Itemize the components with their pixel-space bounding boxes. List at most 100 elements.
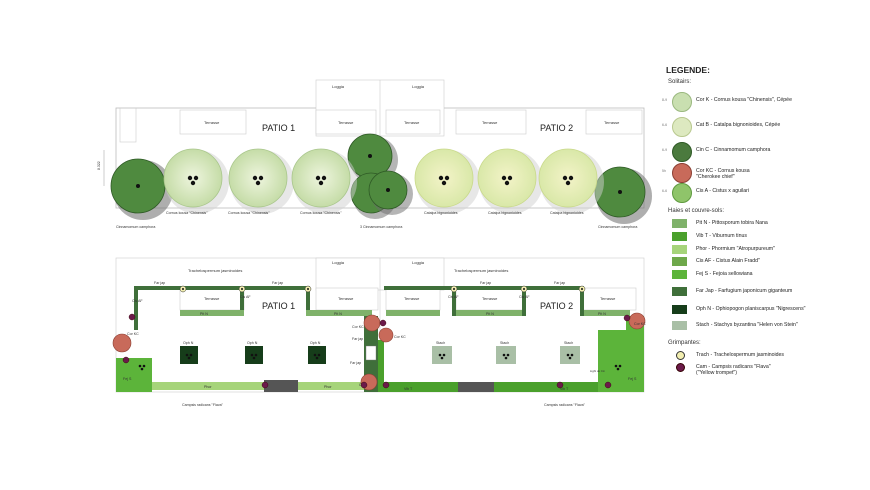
hedge-vib-t — [378, 340, 598, 392]
cornus-icon — [672, 92, 692, 112]
terrace-label: Terrasse — [204, 120, 220, 125]
tree-label: Catalpa bignonioides — [488, 211, 522, 215]
patio-label: PATIO 2 — [540, 301, 573, 311]
far-jap-label: Far jap — [272, 281, 283, 285]
legend-title: LEGENDE: — [666, 65, 710, 75]
cis-af-label: Cis AF — [240, 295, 251, 299]
legend-text: Cor KC - Cornus kousa "Cherokee chief" — [696, 168, 750, 180]
hedge-swatch-icon — [672, 219, 687, 228]
loggia-label: Loggia — [412, 84, 425, 89]
top-plan: Loggia Loggia Terrasse Terrasse Terrasse… — [97, 79, 652, 229]
legend-item-cor-k: 8-9 Cor K - Cornus kousa "Chinensis", Cé… — [662, 92, 867, 112]
campsis-climber — [122, 313, 631, 389]
legend-item-stach: Stach - Stachys byzantina "Helen von Ste… — [662, 320, 867, 336]
campsis-label: Campsis radicans "Flava" — [182, 403, 224, 407]
stach-label: Stach — [500, 341, 509, 345]
patio-label: PATIO 1 — [262, 123, 295, 133]
hedge-swatch-icon — [672, 321, 687, 330]
legend-item-trach: Trach - Trachelospermum jasminoides — [662, 350, 867, 366]
light-label: Light de Cin — [590, 369, 605, 373]
camphor-tree — [110, 158, 173, 220]
terrace-label: Terrasse — [604, 120, 620, 125]
cor-kc-label: Cor KC — [127, 332, 139, 336]
hedge-swatch-icon — [672, 232, 687, 241]
camphor-label: Cinnamomum camphora — [598, 225, 637, 229]
tree-label: Catalpa bignonioides — [550, 211, 584, 215]
tree-marker-dots — [138, 353, 622, 371]
legend-section-haies: Haies et couvre-sols: — [668, 208, 725, 214]
trach-climber-icon — [676, 351, 685, 360]
tree-label: Catalpa bignonioides — [424, 211, 458, 215]
far-jap-label: Far jap — [554, 281, 565, 285]
loggia-label: Loggia — [412, 260, 425, 265]
hedge-swatch-icon — [672, 305, 687, 314]
cis-af-label: Cis AF — [132, 299, 143, 303]
legend-text: Oph N - Ophiopogon planiscarpus "Nigresc… — [696, 306, 806, 312]
terrace-label: Terrasse — [482, 120, 498, 125]
terrace-label: Terrasse — [404, 120, 420, 125]
legend-text: Stach - Stachys byzantina "Helen von Ste… — [696, 322, 798, 328]
loggia-label: Loggia — [332, 84, 345, 89]
far-jap-label: Far jap — [352, 337, 363, 341]
legend-text: Cis A - Cistus x aguilari — [696, 188, 750, 194]
pit-n-label: Pit N — [486, 312, 494, 316]
terrace-label: Terrasse — [338, 296, 354, 301]
terrace-label: Terrasse — [404, 296, 420, 301]
stach-bed — [432, 346, 580, 364]
legend-text: Trach - Trachelospermum jasminoides — [696, 352, 785, 358]
legend-item-fej-s: Fej S - Fejoia sellowiana — [662, 269, 867, 285]
terrace-label: Terrasse — [204, 296, 220, 301]
legend-item-pit-n: Pit N - Pittosporum tobira Nana — [662, 218, 867, 234]
terrace-label: Terrasse — [338, 120, 354, 125]
legend-text: Cor K - Cornus kousa "Chinensis", Cépée — [696, 97, 792, 103]
tree-label: Cornus kousa "Chinensis" — [228, 211, 270, 215]
dimension-label: 8.322 — [97, 161, 101, 170]
hedge-pit-n — [180, 286, 630, 316]
stach-label: Stach — [436, 341, 445, 345]
legend-text: Pit N - Pittosporum tobira Nana — [696, 220, 768, 226]
catalpa-tree — [477, 148, 543, 214]
catalpa-icon — [672, 117, 692, 137]
legend-size: 5h — [662, 169, 666, 173]
cistus-icon — [672, 183, 692, 203]
legend: LEGENDE: Solitairs: 8-9 Cor K - Cornus k… — [662, 62, 867, 392]
hedge-swatch-icon — [672, 245, 687, 254]
terrace-box — [315, 109, 377, 135]
trach-label: Trachelospermum jasminoides — [454, 268, 508, 273]
legend-size: 6-6 — [662, 123, 668, 127]
hedge-phor — [152, 380, 364, 392]
phor-label: Phor — [204, 385, 212, 389]
legend-item-cis-af: Cis AF - Cistus Alain Fradd" — [662, 256, 867, 272]
legend-size: 6-6 — [662, 189, 668, 193]
legend-text: Fej S - Fejoia sellowiana — [696, 271, 753, 277]
campsis-label: Campsis radicans "Flava" — [544, 403, 586, 407]
vib-t-label: Vib T — [560, 387, 569, 391]
fej-s-label: Fej S — [628, 377, 637, 381]
legend-item-phor: Phor - Phormium "Atropurpureum" — [662, 244, 867, 260]
legend-size: 6-9 — [662, 148, 668, 152]
cor-kc-label: Cor KC — [394, 335, 406, 339]
far-jap-label: Far jap — [350, 361, 361, 365]
vib-t-label: Vib T — [404, 387, 413, 391]
legend-section-grimpantes: Grimpantes: — [668, 340, 701, 346]
cis-af-label: Cis AF — [519, 295, 530, 299]
catalpa-tree — [538, 148, 604, 214]
legend-section-solitaires: Solitairs: — [668, 79, 692, 85]
tree-label: Cornus kousa "Chinensis" — [300, 211, 342, 215]
legend-text: Cat B - Catalpa bignonioides, Cépée — [696, 122, 781, 128]
camphor-label: 3 Cinnamomum camphora — [360, 225, 402, 229]
legend-item-vib-t: Vib T - Viburnum tinus — [662, 231, 867, 247]
patio-label: PATIO 2 — [540, 123, 573, 133]
terrace-label: Terrasse — [600, 296, 616, 301]
trach-label: Trachelospermum jasminoides — [188, 268, 242, 273]
catalpa-tree — [414, 148, 480, 214]
terrace-box — [179, 109, 247, 135]
camphor-tree — [368, 170, 413, 215]
fej-s-label: Fej S — [123, 377, 132, 381]
tree-label: Cornus kousa "Chinensis" — [166, 211, 208, 215]
terrace-box — [455, 109, 527, 135]
camphor-tree — [594, 166, 652, 224]
oph-n-bed — [180, 346, 326, 364]
legend-text: Far Jap - Farfugium japonicum giganteum — [696, 288, 793, 294]
loggia-label: Loggia — [332, 260, 345, 265]
